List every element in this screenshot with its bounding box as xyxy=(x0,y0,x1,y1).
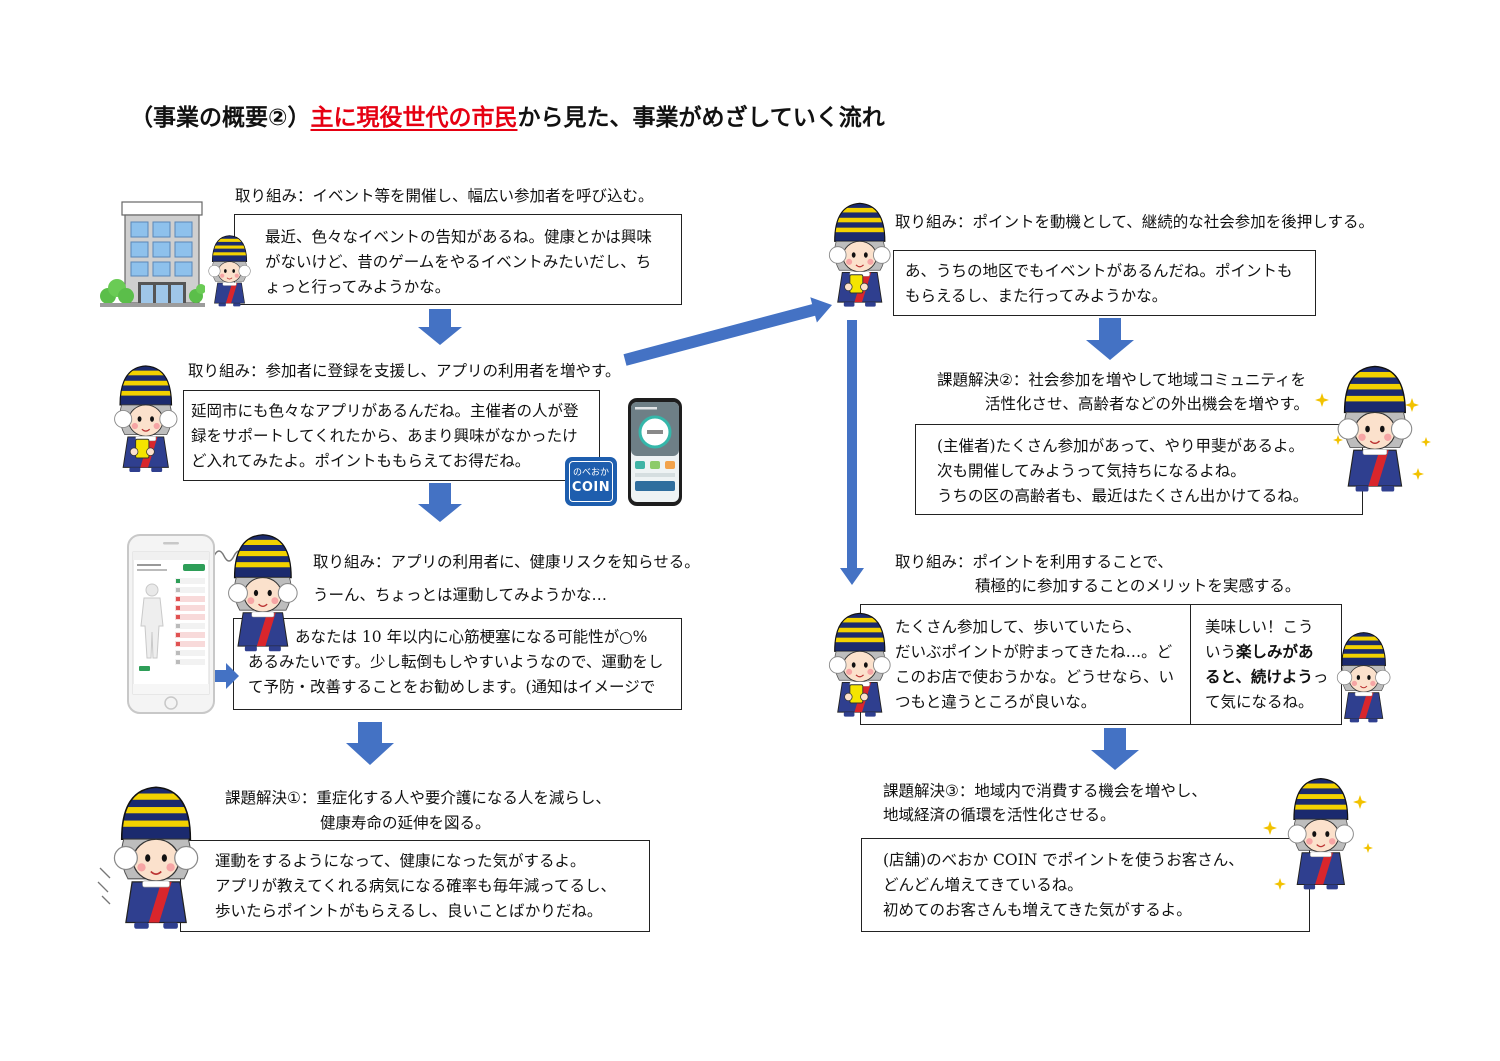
step4-message-box: あ、うちの地区でもイベントがあるんだね。ポイントも もらえるし、また行ってみよう… xyxy=(893,250,1316,316)
step5-message-left: たくさん参加して、歩いていたら、 だいぶポイントが貯まってきたね…。ど このお店… xyxy=(861,605,1190,724)
app-screen-phone xyxy=(628,398,682,506)
solution3-line: 初めてのお客さんも増えてきた気がするよ。 xyxy=(883,901,1192,919)
step3-line: あるみたいです。少し転倒もしやすいようなので、運動をし xyxy=(248,653,664,671)
solution2-line: うちの区の高齢者も、最近はたくさん出かけてるね。 xyxy=(937,487,1309,505)
step3-thought: うーん、ちょっとは運動してみようかな… xyxy=(313,586,608,604)
down-arrow-icon xyxy=(1086,318,1134,360)
step2-line: 録をサポートしてくれたから、あまり興味がなかったけ xyxy=(191,427,578,445)
step5-left-line: たくさん参加して、歩いていたら、 xyxy=(895,618,1142,636)
solution1-heading-line1: 課題解決①：重症化する人や要介護になる人を減らし、 xyxy=(225,789,611,807)
mascot-illustration xyxy=(103,783,207,933)
smartphone-health-screen xyxy=(127,534,215,714)
mascot-illustration xyxy=(1330,630,1396,725)
mascot-illustration xyxy=(218,533,306,653)
solution3-message-box: (店舗)のべおか COIN でポイントを使うお客さん、 どんどん増えてきているね… xyxy=(861,838,1310,932)
step5-right-text: っ xyxy=(1312,668,1329,686)
mascot-illustration xyxy=(1272,777,1368,891)
mascot-illustration xyxy=(106,358,184,480)
mascot-illustration xyxy=(203,233,255,309)
long-down-arrow-icon xyxy=(840,320,864,585)
step5-message-box: たくさん参加して、歩いていたら、 だいぶポイントが貯まってきたね…。ど このお店… xyxy=(860,604,1342,725)
step2-heading: 取り組み：参加者に登録を支援し、アプリの利用者を増やす。 xyxy=(188,362,621,380)
step5-right-bold-text: ると、続けよう xyxy=(1205,668,1313,686)
step3-heading: 取り組み：アプリの利用者に、健康リスクを知らせる。 xyxy=(313,553,700,571)
title-highlight: 主に現役世代の市民 xyxy=(310,105,518,131)
solution2-line: (主催者)たくさん参加があって、やり甲斐があるよ。 xyxy=(937,437,1305,455)
down-arrow-icon xyxy=(346,722,394,765)
step5-left-line: つもと違うところが良いな。 xyxy=(895,693,1097,711)
step5-message-right: 美味しい！こう いう楽しみがあ ると、続けようっ て気になるね。 xyxy=(1190,605,1341,724)
step1-heading: 取り組み：イベント等を開催し、幅広い参加者を呼び込む。 xyxy=(235,187,654,205)
step2-line: 延岡市にも色々なアプリがあるんだね。主催者の人が登 xyxy=(191,402,579,420)
step5-right-line: いう楽しみがあ xyxy=(1205,640,1341,665)
mascot-illustration xyxy=(821,604,897,726)
solution1-message-box: 運動をするようになって、健康になった気がするよ。 アプリが教えてくれる病気になる… xyxy=(180,840,650,932)
solution1-line: アプリが教えてくれる病気になる確率も毎年減ってるし、 xyxy=(215,877,616,895)
coin-logo-frame: のべおか COIN xyxy=(569,461,613,502)
step5-left-line: だいぶポイントが貯まってきたね…。ど xyxy=(895,643,1173,661)
step5-right-text: て気になるね。 xyxy=(1205,693,1314,711)
step2-line: ど入れてみたよ。ポイントももらえてお得だね。 xyxy=(191,452,531,470)
step5-right-line: ると、続けようっ xyxy=(1205,665,1341,690)
step5-right-text: 美味しい！こう xyxy=(1205,618,1314,636)
solution2-heading-line2: 活性化させ、高齢者などの外出機会を増やす。 xyxy=(985,395,1309,413)
building-illustration xyxy=(100,201,205,307)
page-title: （事業の概要②）主に現役世代の市民から見た、事業がめざしていく流れ xyxy=(130,101,885,135)
solution2-message-box: (主催者)たくさん参加があって、やり甲斐があるよ。 次も開催してみようって気持ち… xyxy=(915,424,1363,515)
step1-line: 最近、色々なイベントの告知があるね。健康とかは興味 xyxy=(265,228,652,246)
step4-line: もらえるし、また行ってみようかな。 xyxy=(905,287,1168,305)
step4-line: あ、うちの地区でもイベントがあるんだね。ポイントも xyxy=(905,262,1293,280)
coin-logo-text-top: のべおか xyxy=(572,468,609,478)
diagonal-arrow-icon xyxy=(623,297,832,366)
down-arrow-icon xyxy=(418,309,462,345)
solution3-line: (店舗)のべおか COIN でポイントを使うお客さん、 xyxy=(883,851,1244,869)
solution2-heading-line1: 課題解決②：社会参加を増やして地域コミュニティを xyxy=(937,371,1307,389)
step1-message-box: 最近、色々なイベントの告知があるね。健康とかは興味 がないけど、昔のゲームをやる… xyxy=(234,214,682,305)
mascot-illustration xyxy=(821,194,897,316)
step1-line: ょっと行ってみようかな。 xyxy=(265,278,451,296)
step5-right-bold-text: 楽しみがあ xyxy=(1236,643,1314,661)
step4-heading: 取り組み：ポイントを動機として、継続的な社会参加を後押しする。 xyxy=(895,213,1374,231)
step5-right-text: いう xyxy=(1205,643,1237,661)
coin-logo-text-bottom: COIN xyxy=(571,480,611,495)
coin-logo-icon: のべおか COIN xyxy=(565,457,617,506)
step5-right-line: 美味しい！こう xyxy=(1205,615,1341,640)
step3-notification-box: あなたは 10 年以内に心筋梗塞になる可能性が○% あるみたいです。少し転倒もし… xyxy=(233,618,682,710)
solution1-line: 運動をするようになって、健康になった気がするよ。 xyxy=(215,852,586,870)
step3-line: て予防・改善することをお勧めします。(通知はイメージで xyxy=(248,678,656,696)
step5-right-line: て気になるね。 xyxy=(1205,690,1341,715)
solution3-heading-line2: 地域経済の循環を活性化させる。 xyxy=(883,806,1116,824)
solution1-line: 歩いたらポイントがもらえるし、良いことばかりだね。 xyxy=(215,902,603,920)
solution2-line: 次も開催してみようって気持ちになるよね。 xyxy=(937,462,1246,480)
step2-message-box: 延岡市にも色々なアプリがあるんだね。主催者の人が登 録をサポートしてくれたから、… xyxy=(183,390,600,481)
step5-heading-line1: 取り組み：ポイントを利用することで、 xyxy=(895,553,1173,571)
down-arrow-icon xyxy=(1091,728,1139,770)
solution3-line: どんどん増えてきているね。 xyxy=(883,876,1083,894)
title-prefix: （事業の概要②） xyxy=(130,105,311,131)
step5-left-line: このお店で使おうかな。どうせなら、い xyxy=(895,668,1175,686)
step5-heading-line2: 積極的に参加することのメリットを実感する。 xyxy=(975,577,1301,595)
mascot-illustration xyxy=(1328,364,1420,494)
solution3-heading-line1: 課題解決③：地域内で消費する機会を増やし、 xyxy=(883,782,1207,800)
title-suffix: から見た、事業がめざしていく流れ xyxy=(517,105,885,131)
solution1-heading-line2: 健康寿命の延伸を図る。 xyxy=(320,814,491,832)
step3-line: あなたは 10 年以内に心筋梗塞になる可能性が○% xyxy=(295,628,648,646)
down-arrow-icon xyxy=(418,483,462,522)
step1-line: がないけど、昔のゲームをやるイベントみたいだし、ち xyxy=(265,253,652,271)
